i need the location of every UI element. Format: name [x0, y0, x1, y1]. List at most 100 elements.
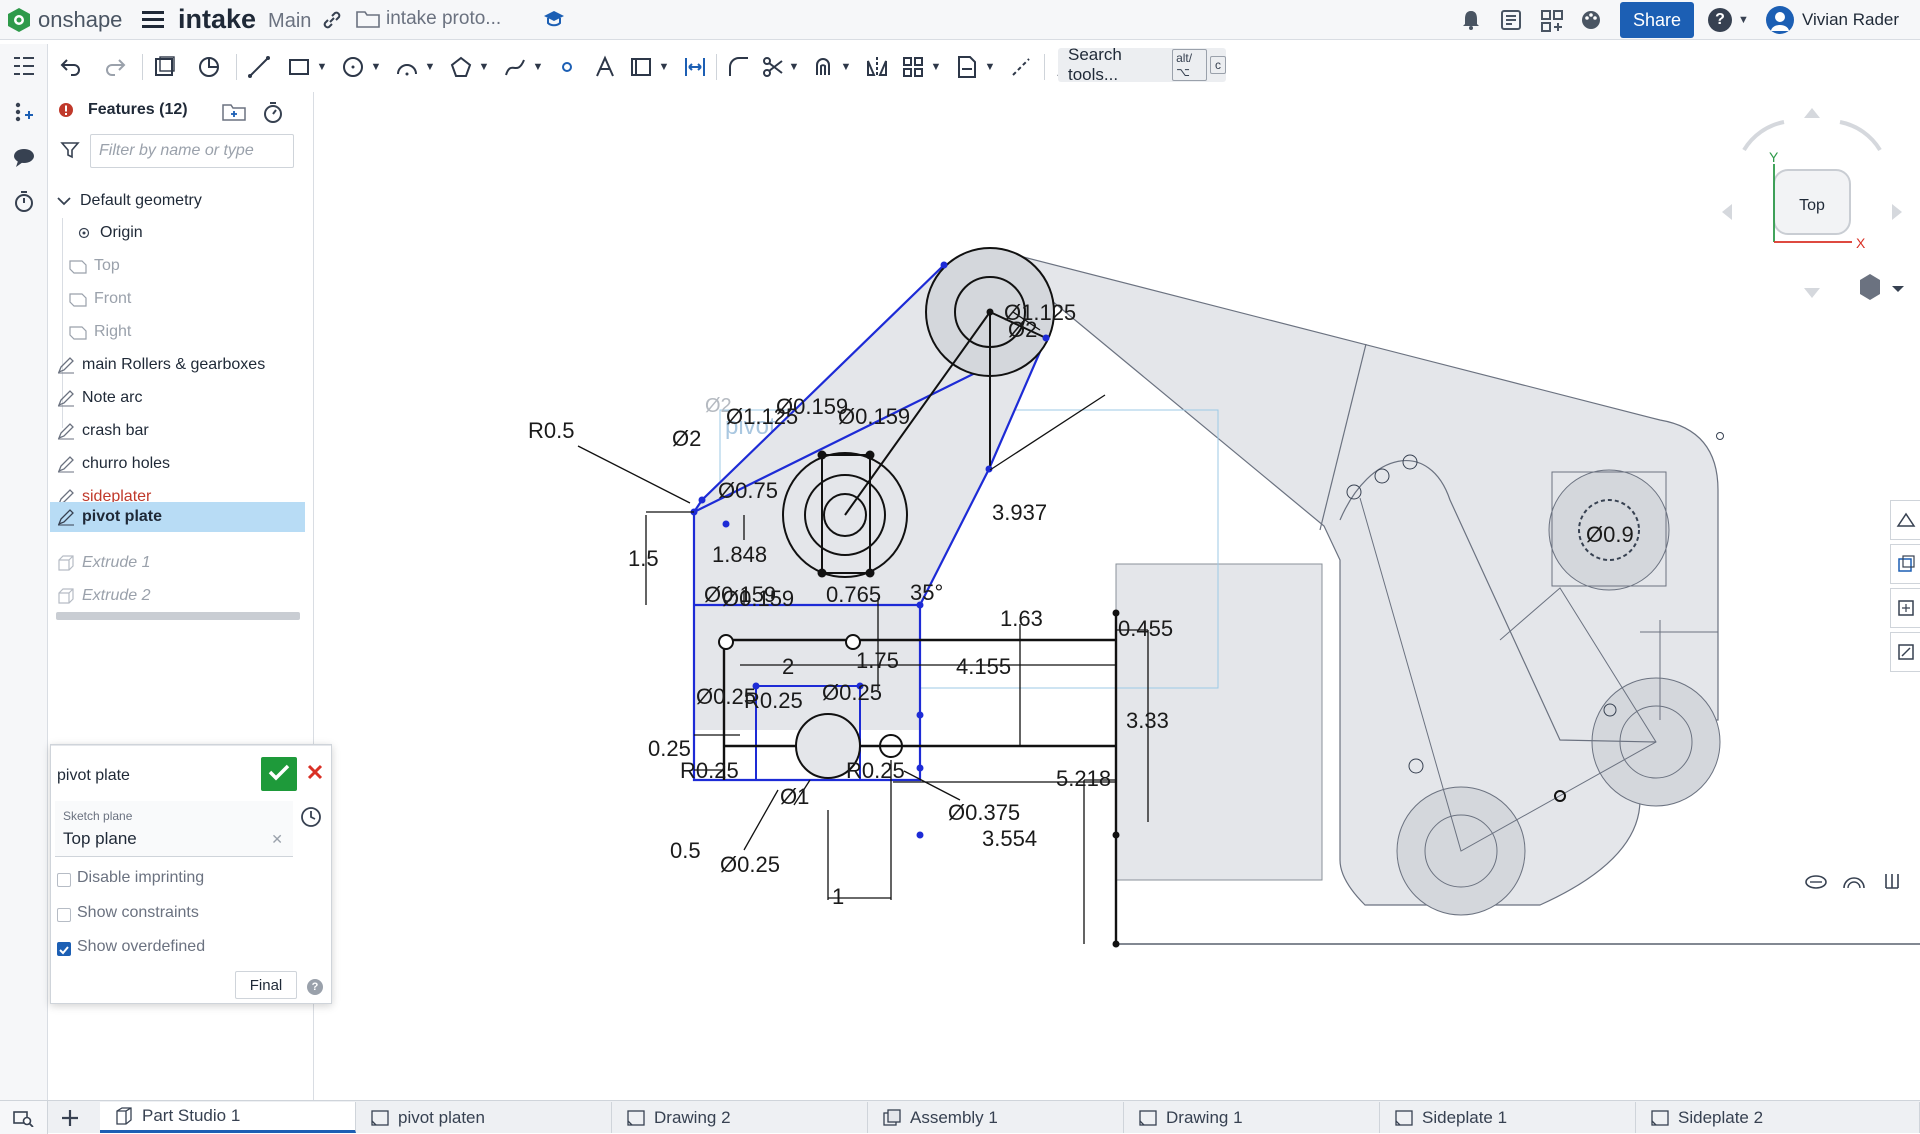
gearbox-circle[interactable] [1548, 469, 1670, 591]
tab-sideplate-2[interactable]: Sideplate 2 [1636, 1102, 1920, 1133]
dimension-label[interactable]: R0.25 [680, 758, 739, 783]
chevron-down-icon[interactable]: ▼ [424, 61, 436, 73]
dimension-label[interactable]: Ø0.159 [776, 394, 848, 419]
dialog-title[interactable]: pivot plate [57, 767, 130, 784]
nav-arrow-left[interactable] [1722, 204, 1732, 220]
text-tool-icon[interactable] [590, 52, 620, 82]
polygon-tool-icon[interactable] [446, 52, 476, 82]
line-tool-icon[interactable] [244, 52, 274, 82]
help-icon[interactable]: ? [307, 979, 323, 995]
feature-item-right-plane[interactable]: Right [68, 317, 322, 347]
lower-pivot-inner-circle[interactable] [804, 474, 886, 556]
dimension-label[interactable]: 4.155 [956, 654, 1011, 679]
dimension-label[interactable]: 0.455 [1118, 616, 1173, 641]
spline-tool-icon[interactable] [500, 52, 530, 82]
dimension-label[interactable]: Ø0.75 [718, 478, 778, 503]
chevron-down-icon[interactable]: ▼ [930, 61, 942, 73]
folder-breadcrumb[interactable]: intake proto... [356, 8, 501, 30]
show-constraints-checkbox[interactable] [57, 908, 71, 922]
zoom-fit-icon[interactable] [1804, 872, 1828, 890]
dimension-label[interactable]: 3.554 [982, 826, 1037, 851]
sketch-plane-field[interactable]: Sketch plane Top plane ✕ [55, 801, 293, 857]
dimension-label[interactable]: 35° [910, 580, 943, 605]
feature-item-crash-bar[interactable]: crash bar [56, 416, 310, 446]
use-project-icon[interactable] [150, 52, 180, 82]
dimension-label[interactable]: 1.5 [628, 546, 659, 571]
nav-arrow-down[interactable] [1804, 288, 1820, 298]
dimension-label[interactable]: 1 [832, 884, 844, 909]
learning-center-icon[interactable] [542, 8, 566, 30]
chevron-down-icon[interactable]: ▼ [658, 61, 670, 73]
branch-name[interactable]: Main [268, 10, 312, 32]
feature-item-churro-holes[interactable]: churro holes [56, 449, 310, 479]
dimension-label[interactable]: Ø0.375 [948, 800, 1020, 825]
sketch-canvas[interactable]: pivot plate Ø2 [314, 92, 1920, 1100]
dimension-label[interactable]: 0.765 [826, 582, 881, 607]
feature-item-front-plane[interactable]: Front [68, 284, 322, 314]
feature-item-extrude-2[interactable]: Extrude 2 [56, 581, 310, 611]
search-tools-input[interactable]: Search tools... alt/⌥ c [1058, 45, 1226, 84]
document-name[interactable]: intake [178, 4, 257, 34]
rectangle-tool-icon[interactable] [284, 52, 314, 82]
hamburger-menu-icon[interactable] [142, 9, 164, 29]
final-button[interactable]: Final [235, 971, 297, 999]
crossbar-rectangle[interactable] [722, 610, 1118, 944]
sketch-point[interactable] [845, 634, 861, 650]
churro-hole[interactable] [1402, 454, 1418, 470]
linear-pattern-icon[interactable] [898, 52, 928, 82]
add-tab-button[interactable] [56, 1105, 84, 1131]
redo-icon[interactable] [100, 52, 130, 82]
part-sideplate-outline[interactable] [987, 247, 1719, 906]
search-tabs-icon[interactable] [0, 1101, 48, 1134]
dimension-label[interactable]: 0.25 [648, 736, 691, 761]
cancel-button[interactable] [303, 761, 327, 787]
lower-hole-circle[interactable] [795, 713, 861, 779]
clear-field-icon[interactable]: ✕ [271, 831, 283, 847]
add-folder-icon[interactable] [222, 102, 246, 122]
sketch-point[interactable] [718, 634, 734, 650]
trim-tool-icon[interactable] [758, 52, 788, 82]
filter-icon[interactable] [60, 140, 80, 160]
user-menu[interactable]: Vivian Rader [1766, 6, 1899, 34]
mate-connector-view-icon[interactable] [1890, 632, 1920, 672]
feature-item-main-rollers[interactable]: main Rollers & gearboxes [56, 350, 310, 380]
nav-arrow-up[interactable] [1804, 108, 1820, 118]
onshape-logo[interactable]: onshape [6, 6, 122, 34]
fillet-tool-icon[interactable] [724, 52, 754, 82]
dimension-label[interactable]: R0.25 [846, 758, 905, 783]
dxf-import-icon[interactable] [952, 52, 982, 82]
arc-tool-icon[interactable] [392, 52, 422, 82]
history-timer-icon[interactable] [12, 190, 36, 214]
section-view-icon[interactable] [1890, 544, 1920, 584]
nav-arrow-right[interactable] [1892, 204, 1902, 220]
variable-table-icon[interactable] [12, 100, 36, 124]
churro-hole[interactable] [1408, 758, 1424, 774]
chevron-down-icon[interactable]: ▼ [788, 61, 800, 73]
gearbox-square[interactable] [1551, 471, 1667, 587]
churro-hole[interactable] [1374, 468, 1390, 484]
dimension-label[interactable]: Ø1.125 [1004, 300, 1076, 325]
churro-hole[interactable] [1346, 484, 1362, 500]
dimension-label[interactable]: 1.848 [712, 542, 767, 567]
rollback-timer-icon[interactable] [262, 100, 284, 124]
dimension-label[interactable]: Ø0.9 [1586, 522, 1634, 547]
view-options-menu[interactable] [1860, 274, 1904, 300]
lower-pivot-hole[interactable] [823, 493, 867, 537]
mirror-tool-icon[interactable] [862, 52, 892, 82]
show-overdefined-checkbox[interactable] [57, 942, 71, 956]
tab-part-studio-1[interactable]: Part Studio 1 [100, 1102, 356, 1133]
intersection-icon[interactable] [194, 52, 224, 82]
feature-item-top-plane[interactable]: Top [68, 251, 322, 281]
disable-imprinting-checkbox[interactable] [57, 873, 71, 887]
feature-item-note-arc[interactable]: Note arc [56, 383, 310, 413]
document-title[interactable]: intake Main [178, 4, 311, 35]
dimension-label[interactable]: 0.5 [670, 838, 701, 863]
tab-assembly-1[interactable]: Assembly 1 [868, 1102, 1124, 1133]
offset-tool-icon[interactable] [810, 52, 840, 82]
feature-item-pivot-plate[interactable]: pivot plate [50, 502, 305, 532]
dimension-label[interactable]: 2 [782, 654, 794, 679]
tab-pivot-platen[interactable]: pivot platen [356, 1102, 612, 1133]
feature-item-extrude-1[interactable]: Extrude 1 [56, 548, 310, 578]
dimension-label[interactable]: Ø0.25 [822, 680, 882, 705]
chevron-down-icon[interactable]: ▼ [840, 61, 852, 73]
